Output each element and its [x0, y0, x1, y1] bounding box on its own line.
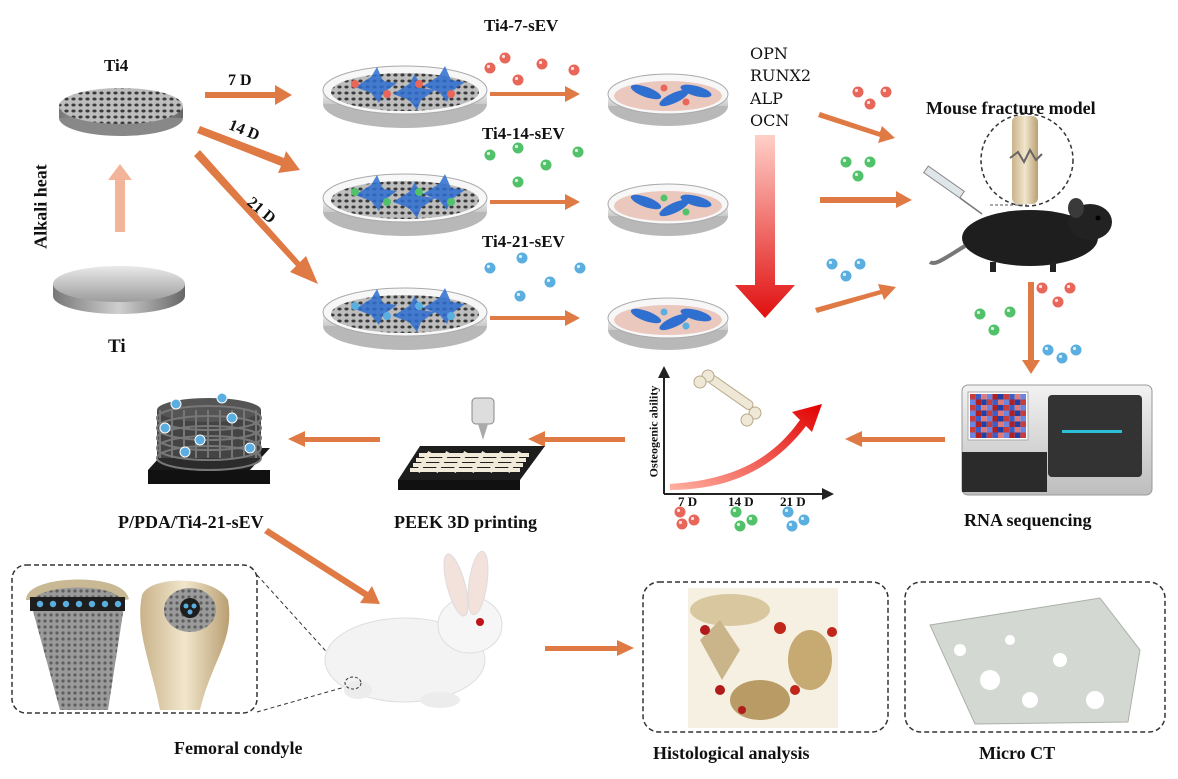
- alkali-heat-arrow: [108, 164, 132, 232]
- tick-21d: 21 D: [780, 494, 806, 509]
- label-peek: PEEK 3D printing: [394, 512, 538, 532]
- ti4-porous-disc: [59, 88, 183, 136]
- cell: [630, 194, 662, 210]
- cell: [355, 289, 397, 325]
- tick-14d: 14 D: [728, 494, 754, 509]
- cell: [355, 67, 397, 103]
- cell: [393, 74, 435, 110]
- mouse: [928, 198, 1112, 272]
- sev-cluster: [781, 505, 811, 533]
- printer-platform: [398, 397, 545, 490]
- marker-alp: ALP: [750, 89, 783, 108]
- label-alkali-heat: Alkali heat: [30, 164, 51, 249]
- cell: [630, 308, 662, 324]
- cell: [659, 313, 689, 331]
- label-femoral: Femoral condyle: [174, 738, 303, 758]
- heatmap: [970, 394, 1026, 438]
- arrow-to-chart: [845, 431, 945, 447]
- arrow-dish-row2: [490, 194, 580, 210]
- marker-runx2: RUNX2: [750, 66, 812, 85]
- cell: [680, 194, 712, 208]
- cell: [659, 199, 689, 217]
- label-ev21: Ti4-21-sEV: [482, 232, 565, 251]
- syringe: [922, 165, 983, 215]
- arrow-7d: [205, 85, 292, 105]
- scaffold: [148, 392, 270, 484]
- ti-disc: [53, 266, 185, 314]
- cell: [680, 84, 712, 98]
- label-ev7: Ti4-7-sEV: [484, 16, 559, 35]
- sev-cluster: [483, 141, 585, 189]
- culture-dish-small: [607, 73, 729, 126]
- arrow-to-rabbit: [264, 528, 380, 604]
- label-rna-seq: RNA sequencing: [964, 510, 1092, 530]
- cell: [680, 308, 712, 322]
- arrow-to-mouse-3: [815, 284, 896, 313]
- cell: [393, 182, 435, 218]
- cell: [423, 174, 465, 210]
- culture-dish-large: [322, 287, 488, 350]
- arrow-dish-row1: [490, 86, 580, 102]
- sev-cluster: [673, 505, 701, 531]
- arrow-to-mouse-1: [818, 112, 895, 143]
- sev-cluster: [851, 85, 893, 111]
- label-micro-ct: Micro CT: [979, 743, 1056, 763]
- sev-cluster: [483, 51, 581, 87]
- sev-cluster: [825, 257, 867, 283]
- label-ev14: Ti4-14-sEV: [482, 124, 565, 143]
- label-histology: Histological analysis: [653, 743, 810, 763]
- label-scaffold: P/PDA/Ti4-21-sEV: [118, 512, 264, 532]
- label-7d: 7 D: [228, 72, 252, 89]
- sev-cluster: [839, 155, 877, 183]
- osteogenic-chart: [658, 366, 834, 500]
- cell: [355, 175, 397, 211]
- sev-cluster: [729, 505, 759, 533]
- culture-dish-small: [607, 297, 729, 350]
- cell: [393, 296, 435, 332]
- arrow-to-printer: [528, 431, 625, 447]
- sev-cluster: [483, 251, 587, 303]
- marker-opn: OPN: [750, 44, 788, 63]
- bone-icon: [693, 369, 762, 427]
- culture-dish-large: [322, 173, 488, 236]
- rabbit: [324, 550, 503, 708]
- histology-image: [688, 588, 838, 728]
- label-osteogenic-axis: Osteogenic ability: [646, 385, 661, 478]
- arrow-dish-row3: [490, 310, 580, 326]
- arrow-to-histology: [545, 640, 634, 656]
- label-mouse-model: Mouse fracture model: [926, 98, 1096, 118]
- osteogenic-marker-arrow: [735, 135, 795, 318]
- label-ti4: Ti4: [104, 56, 129, 75]
- label-ti: Ti: [108, 336, 126, 357]
- arrow-to-mouse-2: [820, 191, 912, 208]
- fracture-inset: [980, 113, 1074, 207]
- arrow-to-sequencer: [1022, 282, 1040, 374]
- sev-cluster: [1041, 343, 1083, 365]
- culture-dish-large: [322, 65, 488, 128]
- cell: [659, 89, 689, 107]
- arrow-21d: [194, 150, 318, 284]
- cell: [630, 84, 662, 100]
- arrow-to-scaffold: [288, 431, 380, 447]
- micro-ct-image: [929, 597, 1141, 725]
- cell: [423, 288, 465, 324]
- culture-dish-small: [607, 183, 729, 236]
- sev-cluster: [1035, 281, 1077, 309]
- tick-7d: 7 D: [678, 494, 698, 509]
- condyle-pointer-2: [256, 684, 353, 713]
- arrow-14d: [197, 126, 300, 173]
- cell: [423, 66, 465, 102]
- condyle-pointer: [256, 574, 353, 681]
- sev-cluster: [973, 305, 1017, 337]
- femoral-bone-cross: [140, 580, 230, 710]
- marker-ocn: OCN: [750, 111, 790, 130]
- femoral-bone-longitudinal: [26, 579, 129, 710]
